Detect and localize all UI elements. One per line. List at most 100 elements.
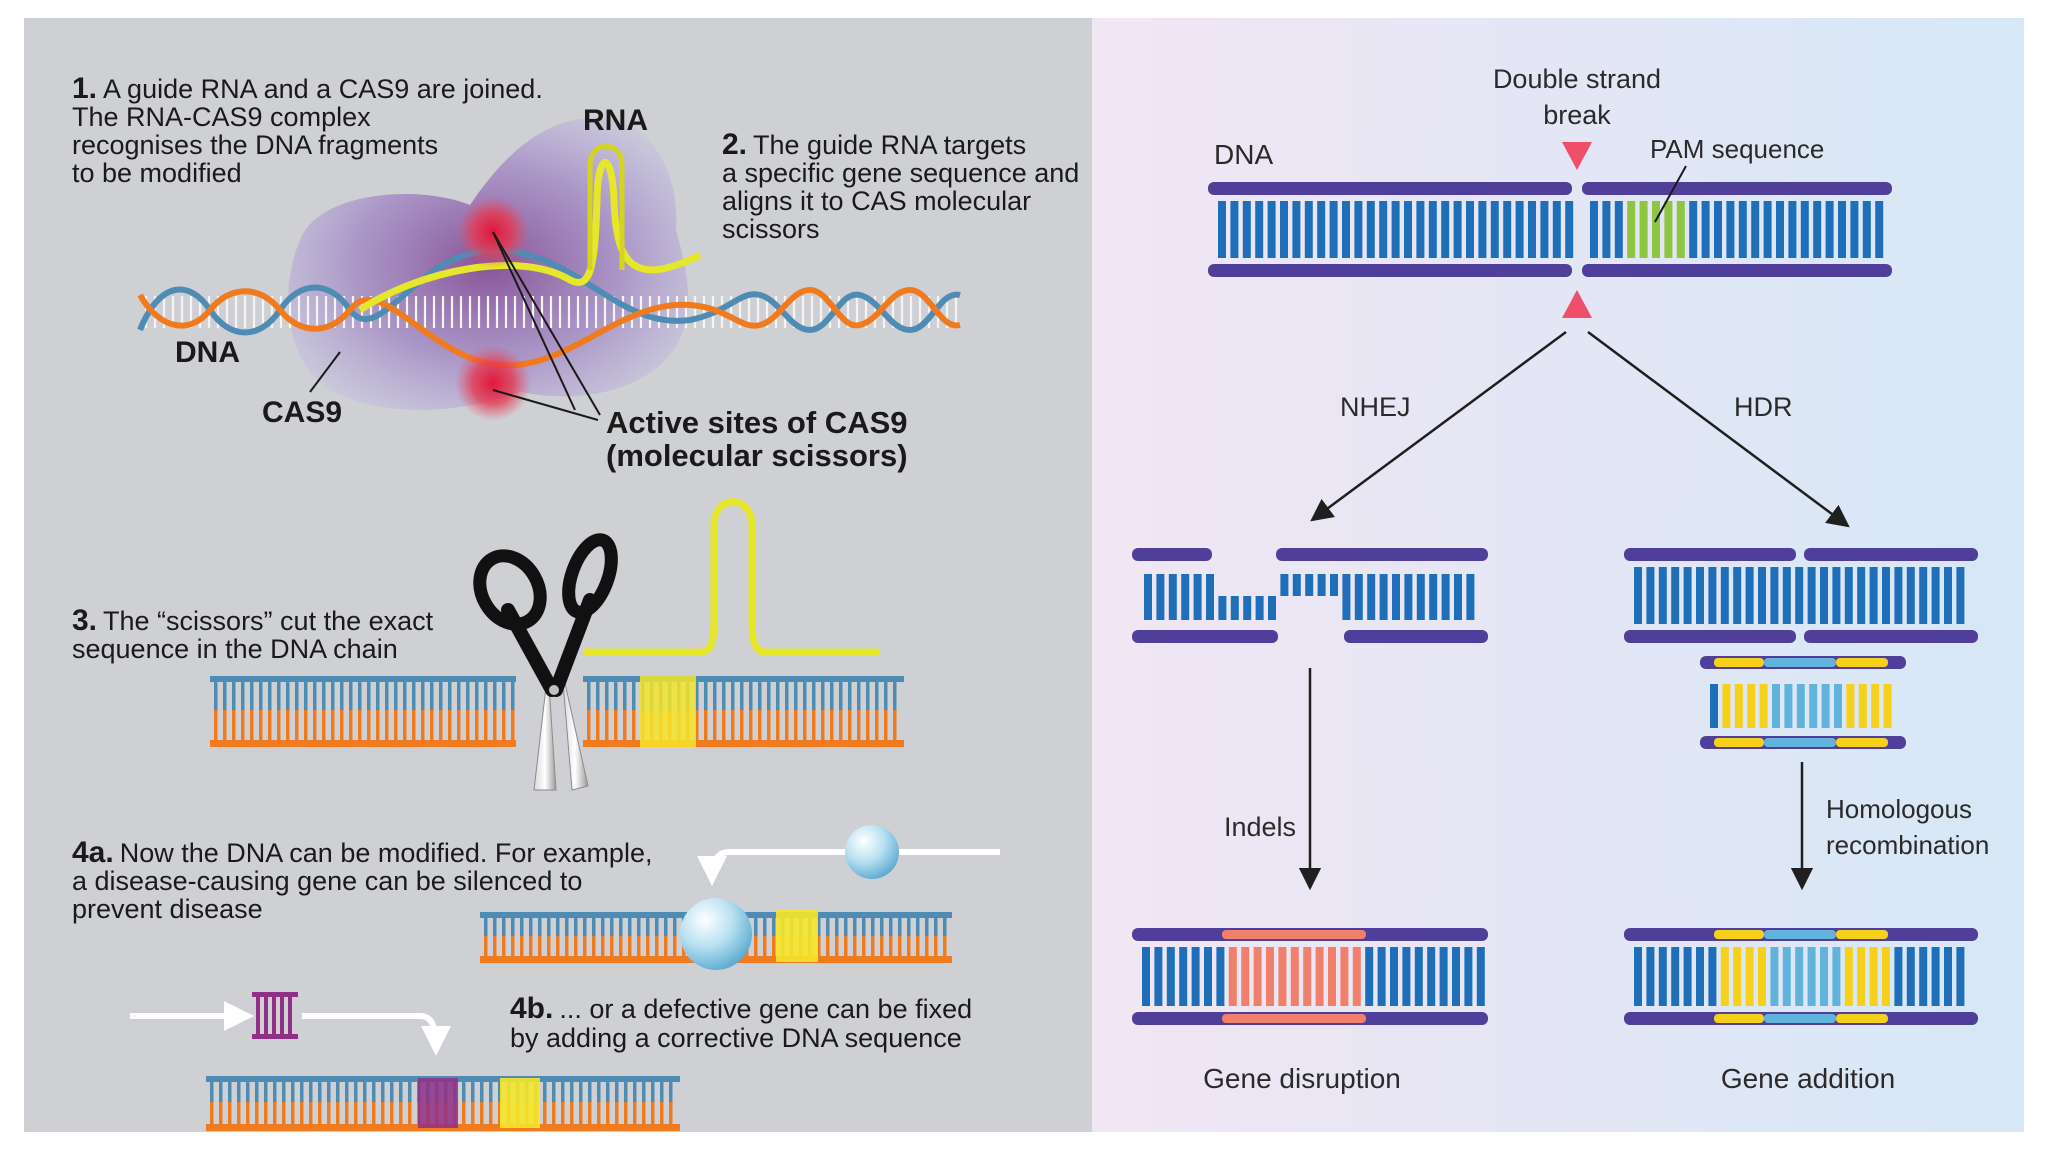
dna-base-pair (592, 918, 596, 936)
dna-base-pair (642, 1082, 646, 1102)
step3-text: 3.The “scissors” cut the exact sequence … (72, 604, 434, 664)
dna-base-pair (520, 918, 524, 936)
dna-base-pair (552, 1102, 556, 1124)
dna-base-pair (367, 710, 371, 740)
dna-base (1726, 201, 1735, 258)
dna-base (1156, 574, 1165, 620)
dna-base-pair (704, 710, 708, 740)
dna-base-pair (943, 918, 947, 936)
dna-base (1290, 947, 1299, 1006)
dna-base (1733, 947, 1742, 1006)
corrective-base (256, 996, 260, 1036)
pam-leader-line (1654, 165, 1687, 223)
donor-base (1821, 684, 1830, 728)
dna-base (1454, 574, 1462, 620)
dna-helix-top (137, 143, 961, 369)
dna-base (1671, 567, 1680, 624)
dna-base (1671, 947, 1680, 1006)
dna-base-pair (439, 682, 443, 710)
dna-base-pair (763, 936, 767, 956)
dna-base-pair (844, 936, 848, 956)
dna-base-pair (583, 936, 587, 956)
dna-base-pair (637, 918, 641, 936)
rna-label: RNA (583, 104, 648, 137)
dna-base-pair (740, 682, 744, 710)
dna-base (1869, 567, 1878, 624)
dna-base-pair (327, 1102, 331, 1124)
dna-base-pair (754, 918, 758, 936)
donor-base (1858, 684, 1867, 728)
dna-base-pair (502, 682, 506, 710)
dna-base-pair (232, 710, 236, 740)
dna-base-pair (898, 936, 902, 956)
dna-base-pair (673, 936, 677, 956)
dna-base-pair (246, 1102, 250, 1124)
dna-base-pair (394, 682, 398, 710)
dna-base (1166, 947, 1175, 1006)
dna-base-pair (421, 682, 425, 710)
dna-base (1428, 201, 1437, 258)
svg-text:4a.Now the DNA can be modified: 4a.Now the DNA can be modified. For exam… (72, 836, 652, 869)
dna-base-pair (579, 1102, 583, 1124)
dna-base-pair (606, 1082, 610, 1102)
dna-base (1304, 201, 1313, 258)
dna-base (1820, 947, 1828, 1006)
dna-base-pair (615, 1082, 619, 1102)
dna-base-pair (484, 682, 488, 710)
donor-insert-mark (1714, 658, 1764, 667)
step4a-text: 4a.Now the DNA can be modified. For exam… (72, 836, 652, 924)
dna-base-pair (291, 1102, 295, 1124)
svg-text:Homologous: Homologous (1826, 794, 1972, 824)
dna-base-pair (309, 1082, 313, 1102)
svg-text:3.The “scissors” cut the exact: 3.The “scissors” cut the exact (72, 604, 434, 637)
dna-base-pair (633, 1082, 637, 1102)
dna-backbone-bottom (1582, 264, 1892, 277)
dna-base-pair (646, 918, 650, 936)
dna-base (1179, 947, 1188, 1006)
dna-base (1367, 574, 1376, 620)
dna-base (1614, 201, 1623, 258)
guide-rna-hairpin (587, 143, 625, 270)
dna-base-pair (889, 936, 893, 956)
dna-base (1763, 201, 1772, 258)
dna-base-pair (493, 682, 497, 710)
dna-base-pair (448, 710, 452, 740)
dna-base (1906, 567, 1915, 624)
dna-base (1875, 201, 1884, 258)
dna-base (1191, 947, 1200, 1006)
dna-base-pair (457, 710, 461, 740)
dna-base (1627, 201, 1636, 258)
step3-target-highlight (640, 676, 696, 748)
dna-base (1416, 201, 1425, 258)
dna-base-pair (210, 1082, 214, 1102)
dna-base-pair (642, 1102, 646, 1124)
dna-base (1242, 201, 1251, 258)
dna-base-pair (340, 682, 344, 710)
dna-base-pair (605, 682, 609, 710)
dna-backbone-top (1208, 182, 1572, 195)
dna-base (1528, 201, 1536, 258)
dna-base (1328, 947, 1336, 1006)
dna-base (1154, 947, 1163, 1006)
insert-mark-bottom (1764, 1014, 1836, 1023)
dna-base-pair (385, 710, 389, 740)
donor-base (1834, 684, 1842, 728)
dna-base-pair (502, 936, 506, 956)
dna-base-pair (561, 1082, 565, 1102)
dna-base-pair (758, 682, 762, 710)
dna-base-pair (376, 710, 380, 740)
dna-base-pair (884, 710, 888, 740)
dna-base (1230, 201, 1239, 258)
indels-label: Indels (1224, 812, 1296, 842)
dna-base-pair (695, 682, 699, 710)
dna-base-pair (403, 710, 407, 740)
dna-base (1218, 201, 1226, 258)
dna-base (1676, 201, 1685, 258)
dna-base-pair (268, 682, 272, 710)
dna-base-pair (223, 710, 227, 740)
dna-base (1540, 201, 1549, 258)
dna-base-pair (614, 710, 618, 740)
dna-base-pair (673, 918, 677, 936)
dna-base (1330, 574, 1338, 596)
dna-base-pair (803, 710, 807, 740)
